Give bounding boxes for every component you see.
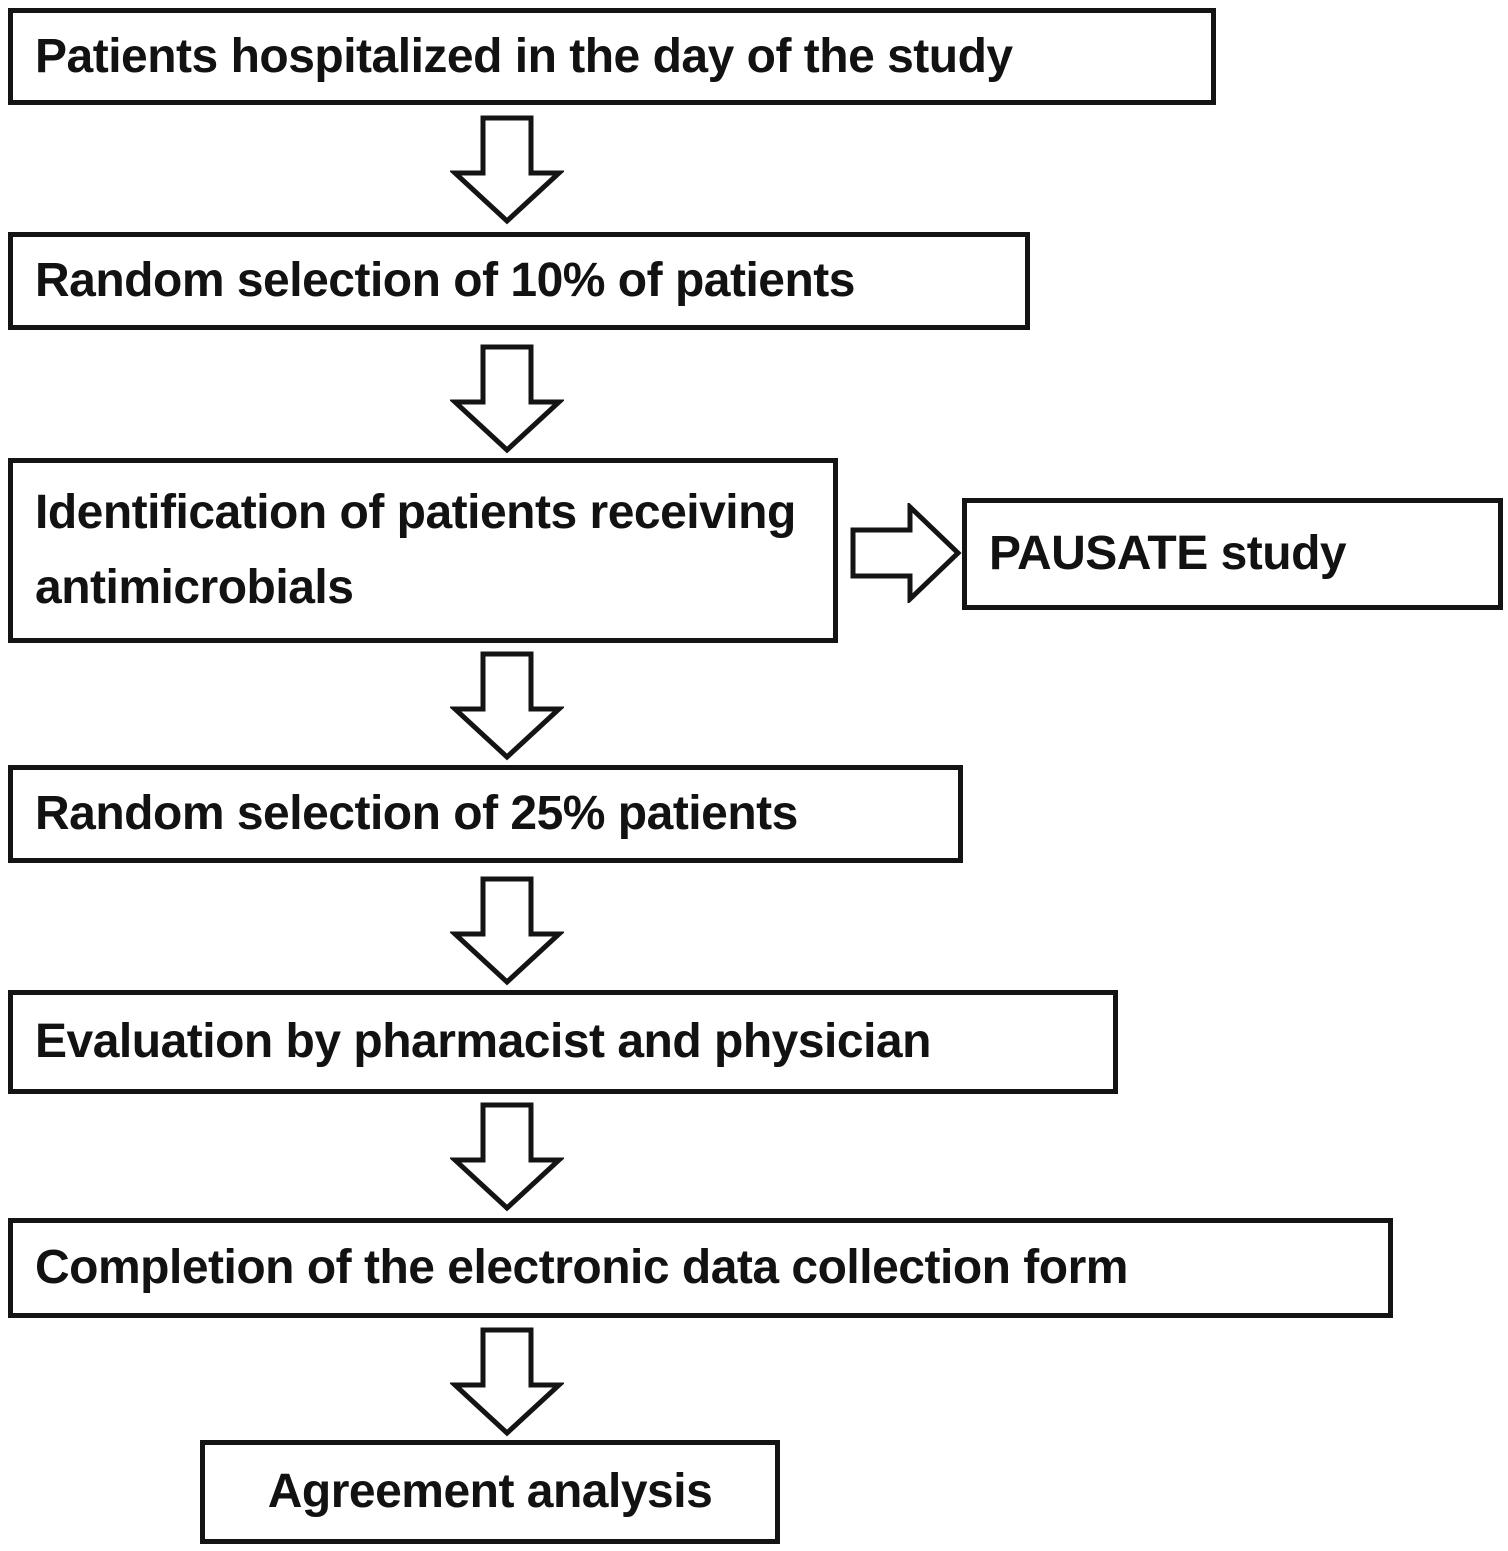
flow-step-evaluation-pharmacist-physician: Evaluation by pharmacist and physician: [8, 990, 1118, 1094]
flow-step-agreement-analysis: Agreement analysis: [200, 1440, 780, 1544]
down-arrow-icon: [450, 651, 564, 761]
down-arrow-icon: [450, 1102, 564, 1212]
flow-step-patients-hospitalized: Patients hospitalized in the day of the …: [8, 8, 1216, 105]
flow-branch-pausate-study: PAUSATE study: [962, 498, 1503, 610]
down-arrow-icon: [450, 344, 564, 454]
right-arrow-icon: [850, 503, 962, 603]
flow-step-random-selection-10: Random selection of 10% of patients: [8, 232, 1030, 330]
flow-step-completion-data-collection: Completion of the electronic data collec…: [8, 1218, 1393, 1318]
down-arrow-icon: [450, 1327, 564, 1437]
flow-step-random-selection-25: Random selection of 25% patients: [8, 765, 963, 863]
down-arrow-icon: [450, 115, 564, 225]
flow-step-identification-antimicrobials: Identification of patients receiving ant…: [8, 458, 838, 643]
down-arrow-icon: [450, 876, 564, 986]
